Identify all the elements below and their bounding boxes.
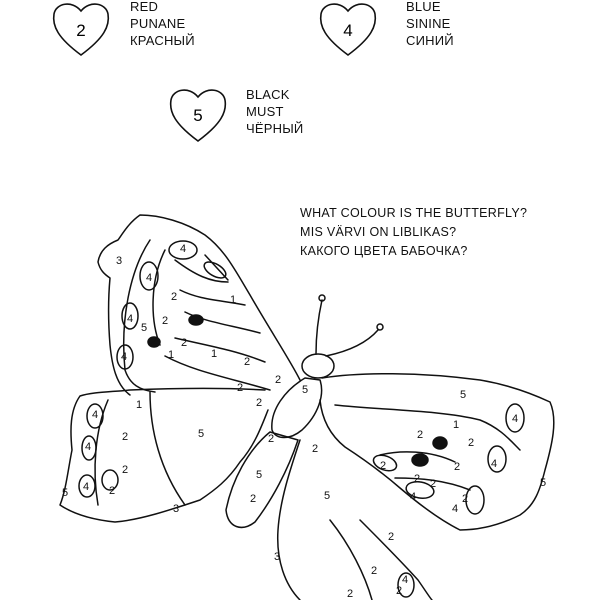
region-number: 2 xyxy=(454,461,460,473)
region-number: 2 xyxy=(151,335,157,347)
heart-number: 2 xyxy=(76,21,85,40)
lower-left-wing xyxy=(59,387,269,523)
region-number: 2 xyxy=(312,443,318,455)
heart-icon: 4 xyxy=(319,3,377,56)
right-lower-wing xyxy=(276,439,433,600)
region-number: 2 xyxy=(181,337,187,349)
region-number: 4 xyxy=(92,409,98,421)
region-number: 2 xyxy=(388,531,394,543)
heart-icon: 2 xyxy=(52,3,110,56)
region-number: 3 xyxy=(116,255,122,267)
heart-icon: 5 xyxy=(169,89,227,142)
region-number: 2 xyxy=(275,374,281,386)
region-number: 2 xyxy=(122,431,128,443)
legend-ru: СИНИЙ xyxy=(406,33,454,48)
legend-et: MUST xyxy=(246,104,284,119)
region-number: 4 xyxy=(512,413,518,425)
region-number: 5 xyxy=(460,389,466,401)
region-number: 1 xyxy=(136,399,142,411)
heart-number: 4 xyxy=(343,21,352,40)
question-ru: КАКОГО ЦВЕТА БАБОЧКА? xyxy=(300,244,468,258)
region-number: 2 xyxy=(109,485,115,497)
region-number: 4 xyxy=(410,491,416,503)
antenna-right xyxy=(325,329,379,357)
antenna-left xyxy=(315,299,323,355)
region-number: 2 xyxy=(414,473,420,485)
region-number: 2 xyxy=(162,315,168,327)
region-number: 5 xyxy=(198,428,204,440)
region-number: 4 xyxy=(127,313,133,325)
region-number: 5 xyxy=(324,490,330,502)
region-number: 2 xyxy=(396,585,402,597)
region-number: 4 xyxy=(402,574,408,586)
butterfly-thorax xyxy=(271,377,323,439)
region-number: 2 xyxy=(371,565,377,577)
question-block: WHAT COLOUR IS THE BUTTERFLY? MIS VÄRVI … xyxy=(300,204,527,261)
region-number: 5 xyxy=(256,469,262,481)
region-number: 2 xyxy=(250,493,256,505)
region-number: 2 xyxy=(462,493,468,505)
region-number: 4 xyxy=(146,272,152,284)
region-number: 3 xyxy=(173,503,179,515)
region-number: 1 xyxy=(230,294,236,306)
region-number: 2 xyxy=(417,429,423,441)
legend-et: SININE xyxy=(406,16,451,31)
upper-left-wing xyxy=(97,214,301,396)
heart-number: 5 xyxy=(193,106,202,125)
region-number: 2 xyxy=(244,356,250,368)
region-number: 5 xyxy=(141,322,147,334)
legend-en: BLACK xyxy=(246,87,290,102)
right-upper-wing xyxy=(319,372,555,531)
legend-blue: BLUE SININE СИНИЙ xyxy=(406,0,454,49)
question-en: WHAT COLOUR IS THE BUTTERFLY? xyxy=(300,206,528,220)
region-number: 2 xyxy=(347,588,353,600)
region-number: 4 xyxy=(452,503,458,515)
legend-ru: КРАСНЫЙ xyxy=(130,33,195,48)
region-number: 5 xyxy=(540,477,546,489)
legend-en: BLUE xyxy=(406,0,441,14)
question-et: MIS VÄRVI ON LIBLIKAS? xyxy=(300,225,457,239)
region-number: 2 xyxy=(122,464,128,476)
region-number: 4 xyxy=(491,458,497,470)
region-number: 4 xyxy=(83,481,89,493)
legend-en: RED xyxy=(130,0,159,14)
butterfly-abdomen xyxy=(225,431,299,529)
legend-black: BLACK MUST ЧЁРНЫЙ xyxy=(246,86,303,137)
region-number: 5 xyxy=(302,384,308,396)
region-number: 5 xyxy=(62,487,68,499)
region-number: 2 xyxy=(380,460,386,472)
legend-red: RED PUNANE КРАСНЫЙ xyxy=(130,0,195,49)
region-number: 3 xyxy=(274,551,280,563)
region-number: 1 xyxy=(211,348,217,360)
region-number: 1 xyxy=(168,349,174,361)
butterfly-head xyxy=(301,353,335,379)
region-number: 2 xyxy=(268,433,274,445)
region-number: 4 xyxy=(180,243,186,255)
region-number: 4 xyxy=(121,351,127,363)
region-number: 2 xyxy=(237,382,243,394)
region-number: 2 xyxy=(171,291,177,303)
region-number: 2 xyxy=(468,437,474,449)
legend-ru: ЧЁРНЫЙ xyxy=(246,121,304,136)
region-number: 2 xyxy=(256,397,262,409)
legend-et: PUNANE xyxy=(130,16,186,31)
region-number: 1 xyxy=(453,419,459,431)
region-number: 4 xyxy=(85,441,91,453)
region-number: 2 xyxy=(430,478,436,490)
